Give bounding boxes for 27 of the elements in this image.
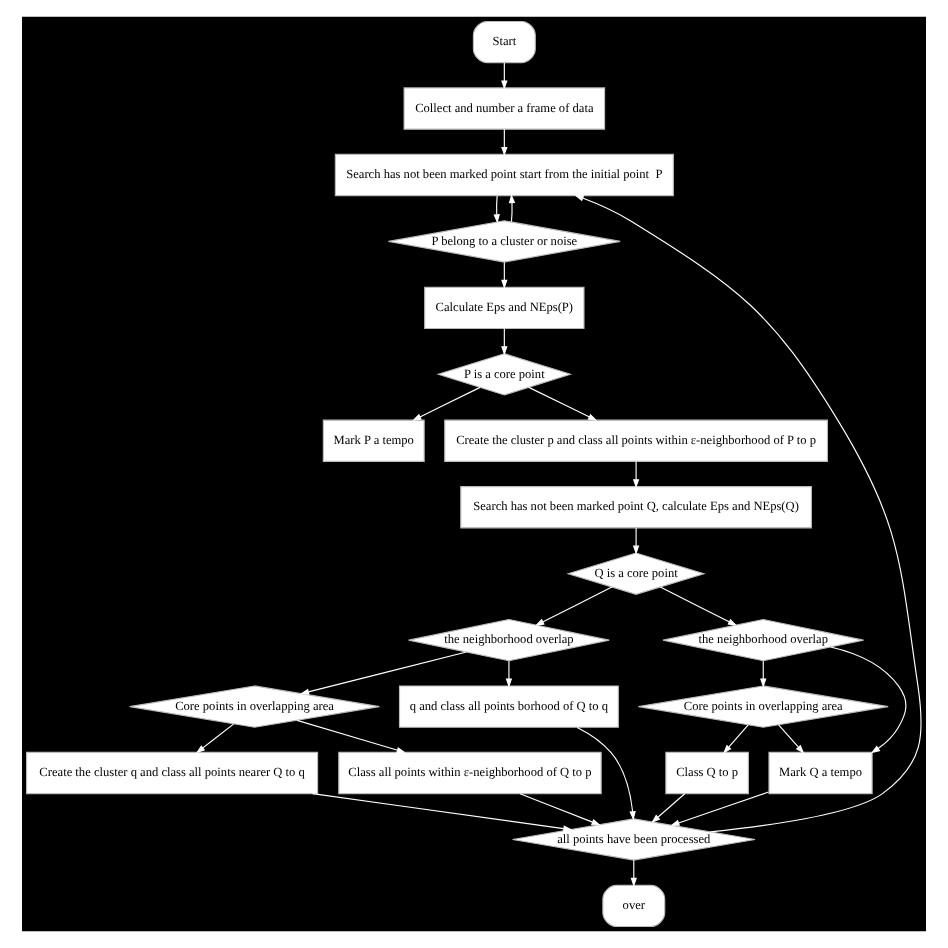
arrow bbox=[651, 793, 686, 824]
arrow bbox=[576, 726, 636, 821]
arrow bbox=[535, 586, 613, 626]
arrow bbox=[632, 527, 640, 555]
arrow bbox=[195, 723, 235, 754]
arrow bbox=[501, 62, 508, 90]
arrow bbox=[412, 386, 481, 421]
arrow bbox=[723, 724, 749, 754]
arrow bbox=[299, 651, 467, 695]
arrow bbox=[296, 719, 406, 754]
arrow bbox=[829, 646, 907, 754]
arrow bbox=[528, 386, 598, 421]
arrow bbox=[519, 793, 601, 826]
arrow bbox=[670, 791, 770, 826]
arrow bbox=[501, 128, 508, 157]
arrow bbox=[505, 660, 513, 688]
arrow bbox=[659, 586, 738, 626]
arrow bbox=[778, 724, 805, 754]
arrow bbox=[630, 859, 638, 888]
arrow bbox=[632, 460, 640, 489]
arrow bbox=[501, 328, 508, 356]
arrow bbox=[508, 194, 516, 223]
arrow bbox=[501, 261, 508, 289]
arrow bbox=[493, 195, 500, 224]
arrow bbox=[574, 195, 922, 833]
arrow bbox=[311, 793, 573, 832]
arrow bbox=[760, 660, 767, 688]
